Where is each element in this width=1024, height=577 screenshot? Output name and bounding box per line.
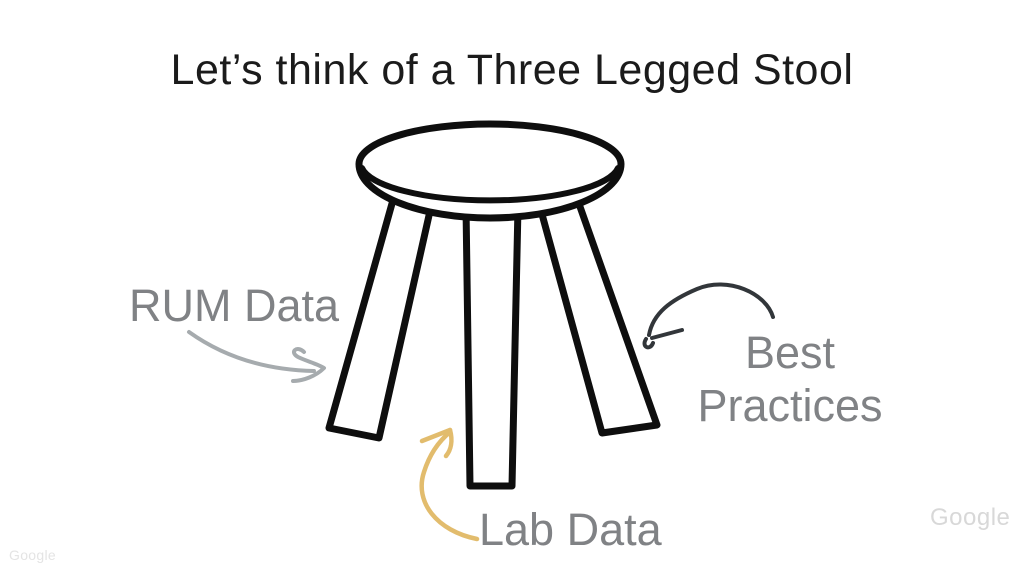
lab-arrow-shaft <box>419 429 480 542</box>
label-lab-data: Lab Data <box>479 504 662 555</box>
stool-leg-left <box>325 196 434 442</box>
stool-legs <box>325 196 661 490</box>
label-best-line2: Practices <box>697 380 883 431</box>
stool-seat <box>355 120 625 222</box>
google-watermark: Google <box>930 504 1011 531</box>
lab-data-arrow <box>419 427 480 542</box>
slide-title: Let’s think of a Three Legged Stool <box>170 46 854 94</box>
google-watermark-small: Google <box>9 547 56 563</box>
best-arrow-head-loop <box>642 337 655 350</box>
label-best-practices: Best Practices <box>688 326 892 432</box>
best-arrow-shaft <box>647 282 775 337</box>
rum-data-arrow <box>187 330 326 383</box>
stool-seat-rim-line <box>359 165 621 204</box>
best-practices-arrow <box>642 282 775 350</box>
label-best-line1: Best <box>744 327 836 378</box>
stool-seat-silhouette <box>355 120 625 222</box>
stool-leg-middle <box>462 203 522 490</box>
rum-arrow-head <box>291 347 326 383</box>
lab-arrow-head-curl <box>443 427 454 459</box>
rum-arrow-shaft <box>187 330 316 373</box>
lab-arrow-head-prong <box>419 427 453 444</box>
best-arrow-head-prong <box>650 328 684 340</box>
label-rum-data: RUM Data <box>129 280 340 331</box>
stool-leg-right <box>536 197 661 437</box>
